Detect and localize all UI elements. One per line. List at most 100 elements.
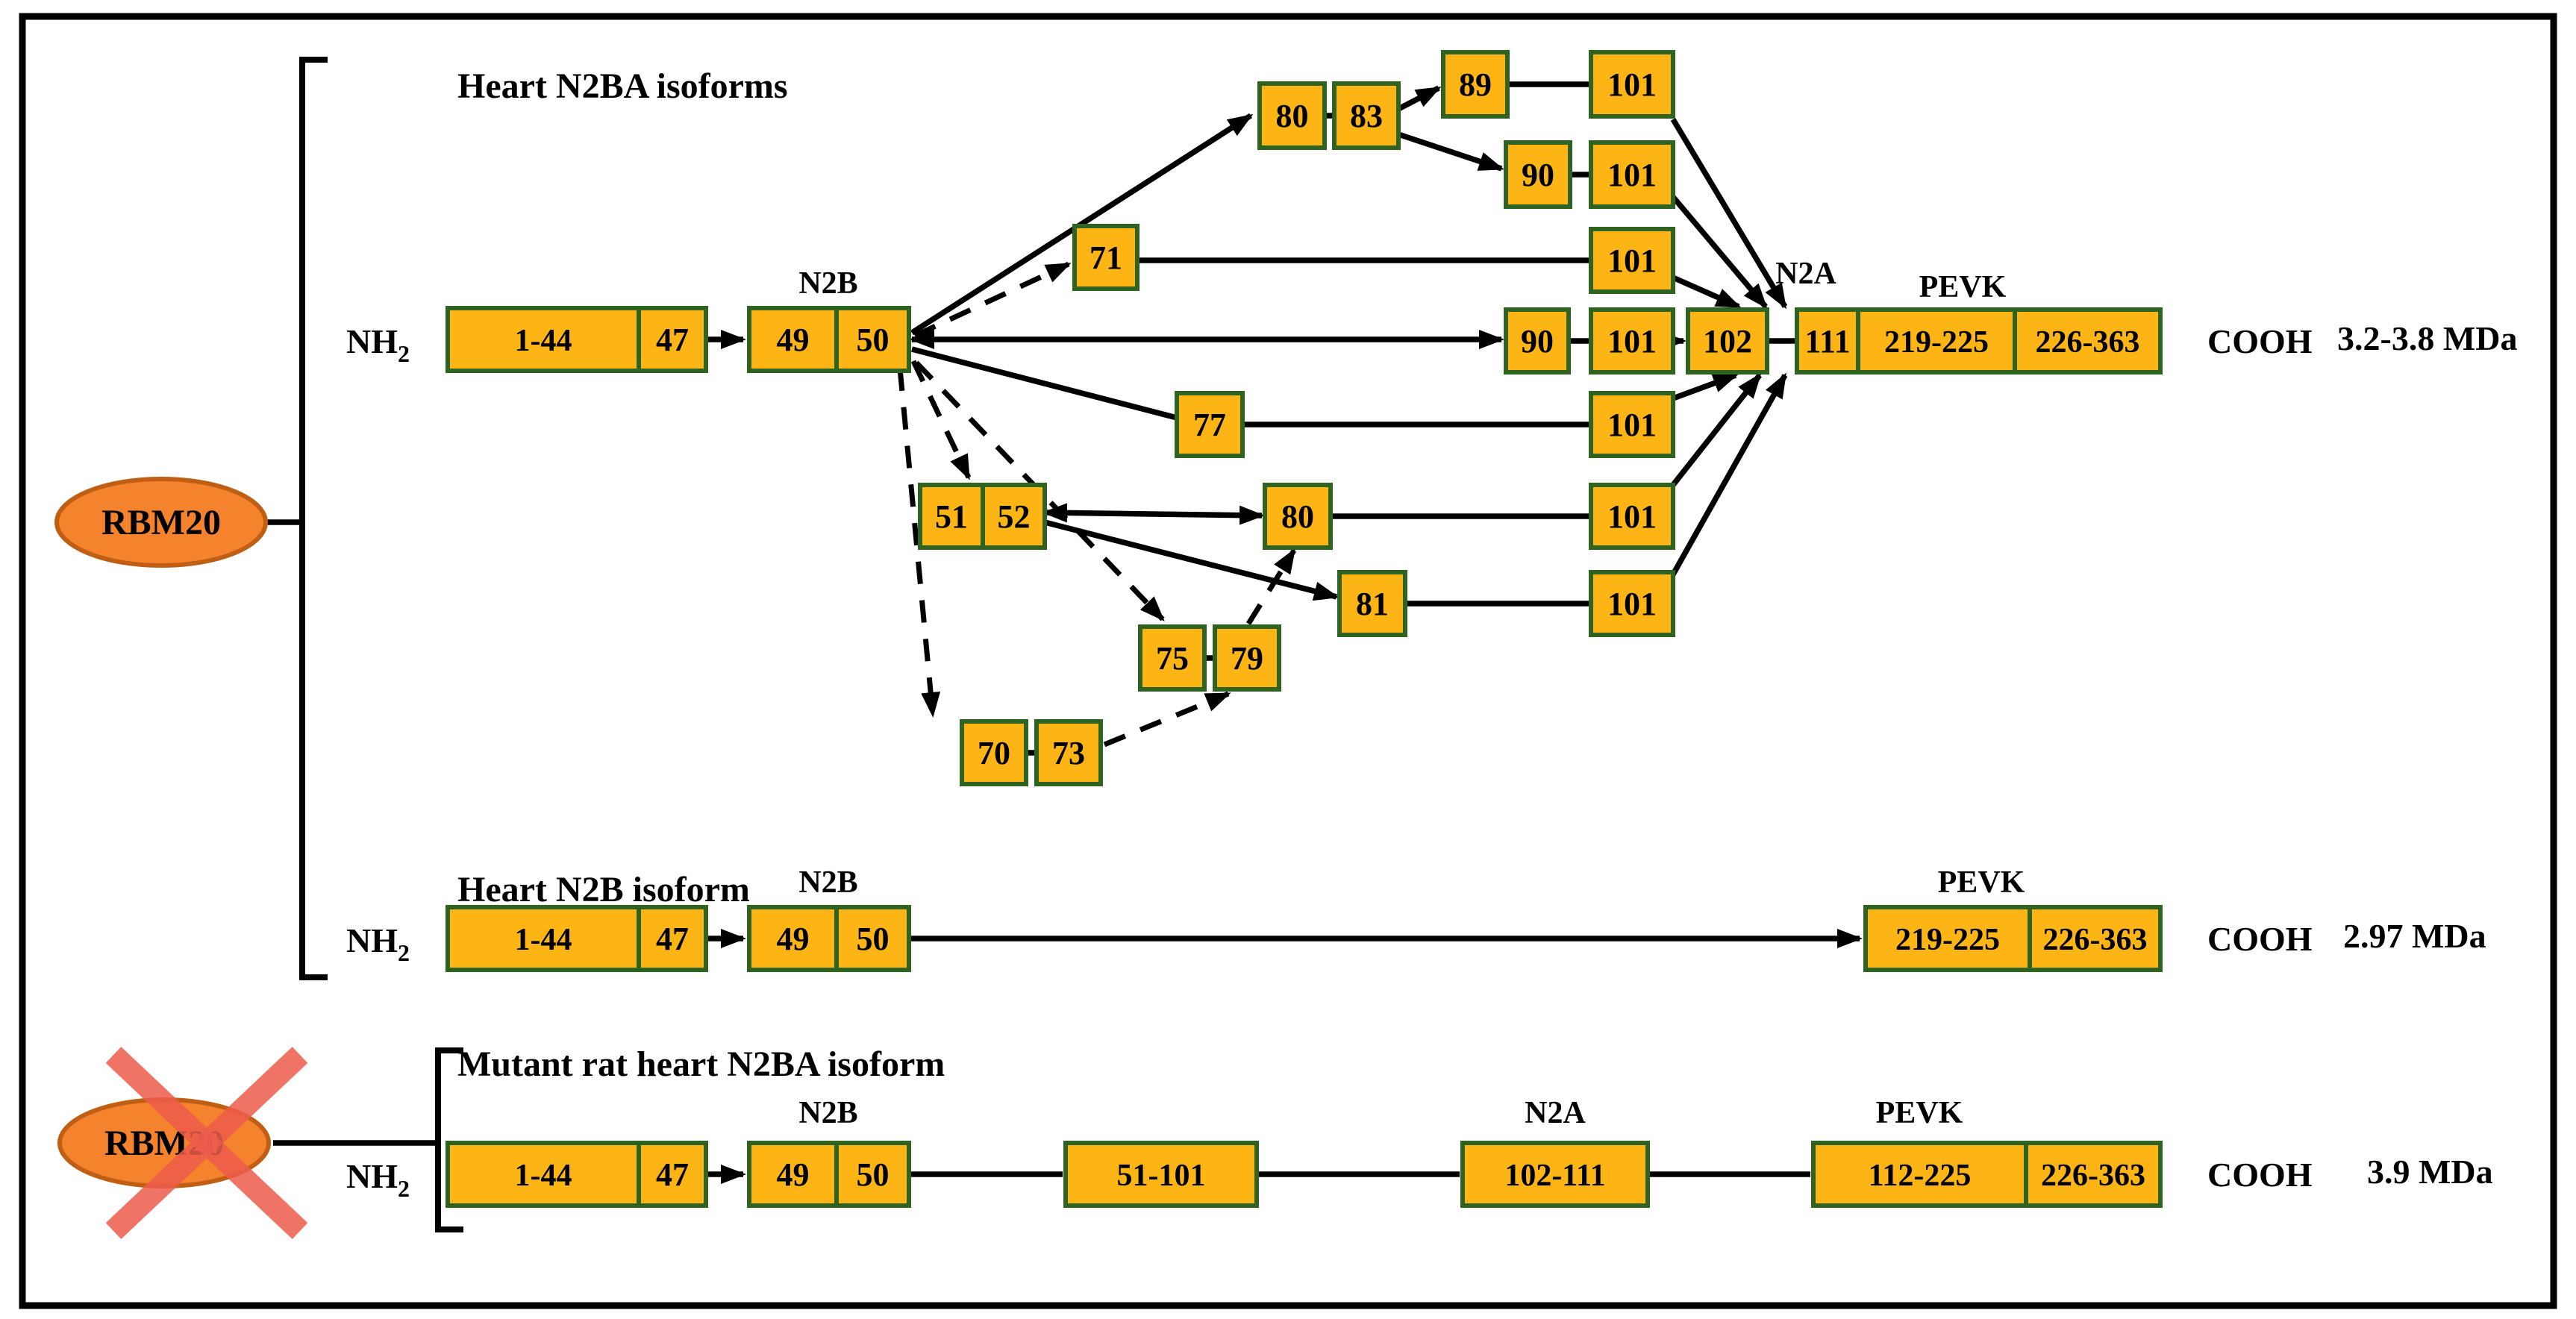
exon-49-50-r1-label: 50 (857, 322, 890, 358)
n2a-label-r3: N2A (1525, 1096, 1586, 1130)
exon-89-label: 89 (1459, 66, 1492, 103)
exon-49-50-r2-label: 49 (777, 921, 810, 957)
exon-49-50-r1: 49 50 (747, 306, 911, 373)
splice-path-19 (1672, 372, 1739, 401)
exon-83-top-label: 83 (1350, 98, 1383, 134)
exon-101-c-label: 101 (1607, 242, 1657, 279)
section-title-mutant: Mutant rat heart N2BA isoform (457, 1044, 945, 1084)
exon-79-cell (1213, 624, 1281, 692)
n2b-label-r2: N2B (798, 865, 857, 900)
exon-tail-r3-cell (1811, 1141, 2028, 1208)
exon-75: 75 (1138, 624, 1207, 692)
exon-90-main-cell (1504, 307, 1571, 375)
rbm20-ellipse-label: RBM20 (101, 503, 221, 542)
cooh-label-r3: COOH (2207, 1156, 2313, 1194)
exon-80-f: 80 (1263, 483, 1333, 550)
exon-1-44-47-r1: 1-44 47 (446, 306, 708, 373)
section-title-n2ba: Heart N2BA isoforms (457, 66, 788, 106)
n2a-label-r1: N2A (1775, 257, 1836, 291)
exon-90-main-label: 90 (1521, 323, 1554, 360)
exon-102-label: 102 (1703, 323, 1752, 360)
splice-path-dashed-30 (1103, 691, 1231, 748)
exon-79: 79 (1213, 624, 1281, 692)
exon-90-b-label: 90 (1522, 157, 1554, 193)
mass-label-n2ba: 3.2-3.8 MDa (2337, 319, 2517, 357)
exon-tail-r2-label: 226-363 (2043, 923, 2148, 957)
exon-1-44-47-r1-label: 1-44 (515, 324, 572, 358)
splice-path-18 (1672, 275, 1742, 310)
exon-49-50-r2-label: 50 (857, 921, 890, 957)
exon-77: 77 (1175, 391, 1245, 458)
exon-1-44-47-r2-label: 47 (656, 921, 689, 957)
exon-101-e-label: 101 (1607, 407, 1657, 443)
exon-83-top: 83 (1332, 81, 1401, 150)
exon-49-50-r2-cell (747, 905, 839, 972)
exon-90-b-cell (1504, 140, 1572, 209)
exon-49-50-r1-label: 49 (777, 322, 810, 358)
exon-101-main: 101 (1589, 307, 1675, 375)
exon-80-f-label: 80 (1281, 498, 1314, 535)
splice-path-dashed-27 (910, 360, 972, 480)
exon-79-label: 79 (1231, 640, 1263, 677)
splice-path-21 (1670, 372, 1788, 576)
exon-51-52-cell (918, 483, 985, 550)
exon-tail-r2-cell (2028, 905, 2163, 972)
section-title-n2b: Heart N2B isoform (457, 870, 750, 909)
n2b-label-r1: N2B (798, 266, 857, 301)
pevk-label-r3: PEVK (1876, 1096, 1963, 1130)
exon-51-101: 51-101 (1063, 1141, 1259, 1208)
mass-label-n2b: 2.97 MDa (2343, 917, 2486, 955)
exon-101-b-cell (1589, 140, 1675, 209)
splice-path-13 (1044, 519, 1339, 601)
exon-101-f-label: 101 (1607, 498, 1657, 535)
exon-81-cell (1337, 570, 1407, 637)
exon-102-cell (1686, 307, 1769, 375)
exon-101-a-label: 101 (1607, 66, 1657, 103)
exon-1-44-47-r1-cell (637, 306, 708, 373)
exon-73-cell (1034, 719, 1103, 786)
exon-89: 89 (1441, 50, 1510, 119)
exon-tail-r3-cell (2024, 1141, 2163, 1208)
exon-101-a: 101 (1589, 50, 1675, 119)
splice-path-dashed-29 (897, 368, 941, 718)
exon-90-b: 90 (1504, 140, 1572, 209)
splice-path-dashed-28 (914, 360, 1165, 621)
cooh-label-r2: COOH (2207, 920, 2313, 958)
exon-101-b-label: 101 (1607, 157, 1657, 193)
exon-49-50-r2: 49 50 (747, 905, 911, 972)
exon-101-f: 101 (1589, 483, 1675, 550)
pevk-label-r1: PEVK (1919, 270, 2007, 304)
splice-path-12 (1042, 503, 1265, 525)
exon-1-44-47-r3-label: 47 (656, 1156, 689, 1193)
nh2-label-r2: NH2 (346, 921, 410, 966)
exon-51-52-label: 51 (935, 498, 968, 535)
exon-49-50-r2-cell (834, 905, 911, 972)
exon-101-b: 101 (1589, 140, 1675, 209)
n2b-label-r3: N2B (798, 1096, 857, 1130)
red-cross-icon-arm-1 (105, 1047, 308, 1239)
exon-49-50-r3-label: 49 (777, 1156, 810, 1193)
pevk-label-r2: PEVK (1938, 865, 2025, 900)
exon-75-label: 75 (1156, 640, 1189, 677)
mass-label-mutant: 3.9 MDa (2367, 1153, 2493, 1191)
exon-1-44-47-r1-label: 47 (656, 322, 689, 358)
nh2-label-r1: NH2 (346, 322, 410, 367)
rbm20-ellipse-shape (54, 477, 268, 568)
exon-101-c: 101 (1589, 227, 1675, 294)
figure-border (19, 13, 2557, 1309)
exon-tail-r2-label: 219-225 (1895, 923, 2000, 957)
exon-102-111: 102-111 (1460, 1141, 1650, 1208)
exon-101-main-label: 101 (1607, 323, 1657, 360)
splice-path-dashed-31 (1246, 548, 1296, 625)
exon-89-cell (1441, 50, 1510, 119)
exon-70-label: 70 (978, 735, 1010, 771)
exon-tail-r3-label: 226-363 (2041, 1159, 2145, 1193)
exon-101-g-label: 101 (1607, 586, 1657, 622)
exon-tail-r2: 219-225 226-363 (1863, 905, 2163, 972)
exon-101-e-cell (1589, 391, 1675, 458)
exon-80-top-label: 80 (1276, 98, 1309, 134)
exon-75-cell (1138, 624, 1207, 692)
exon-71-cell (1072, 224, 1139, 291)
